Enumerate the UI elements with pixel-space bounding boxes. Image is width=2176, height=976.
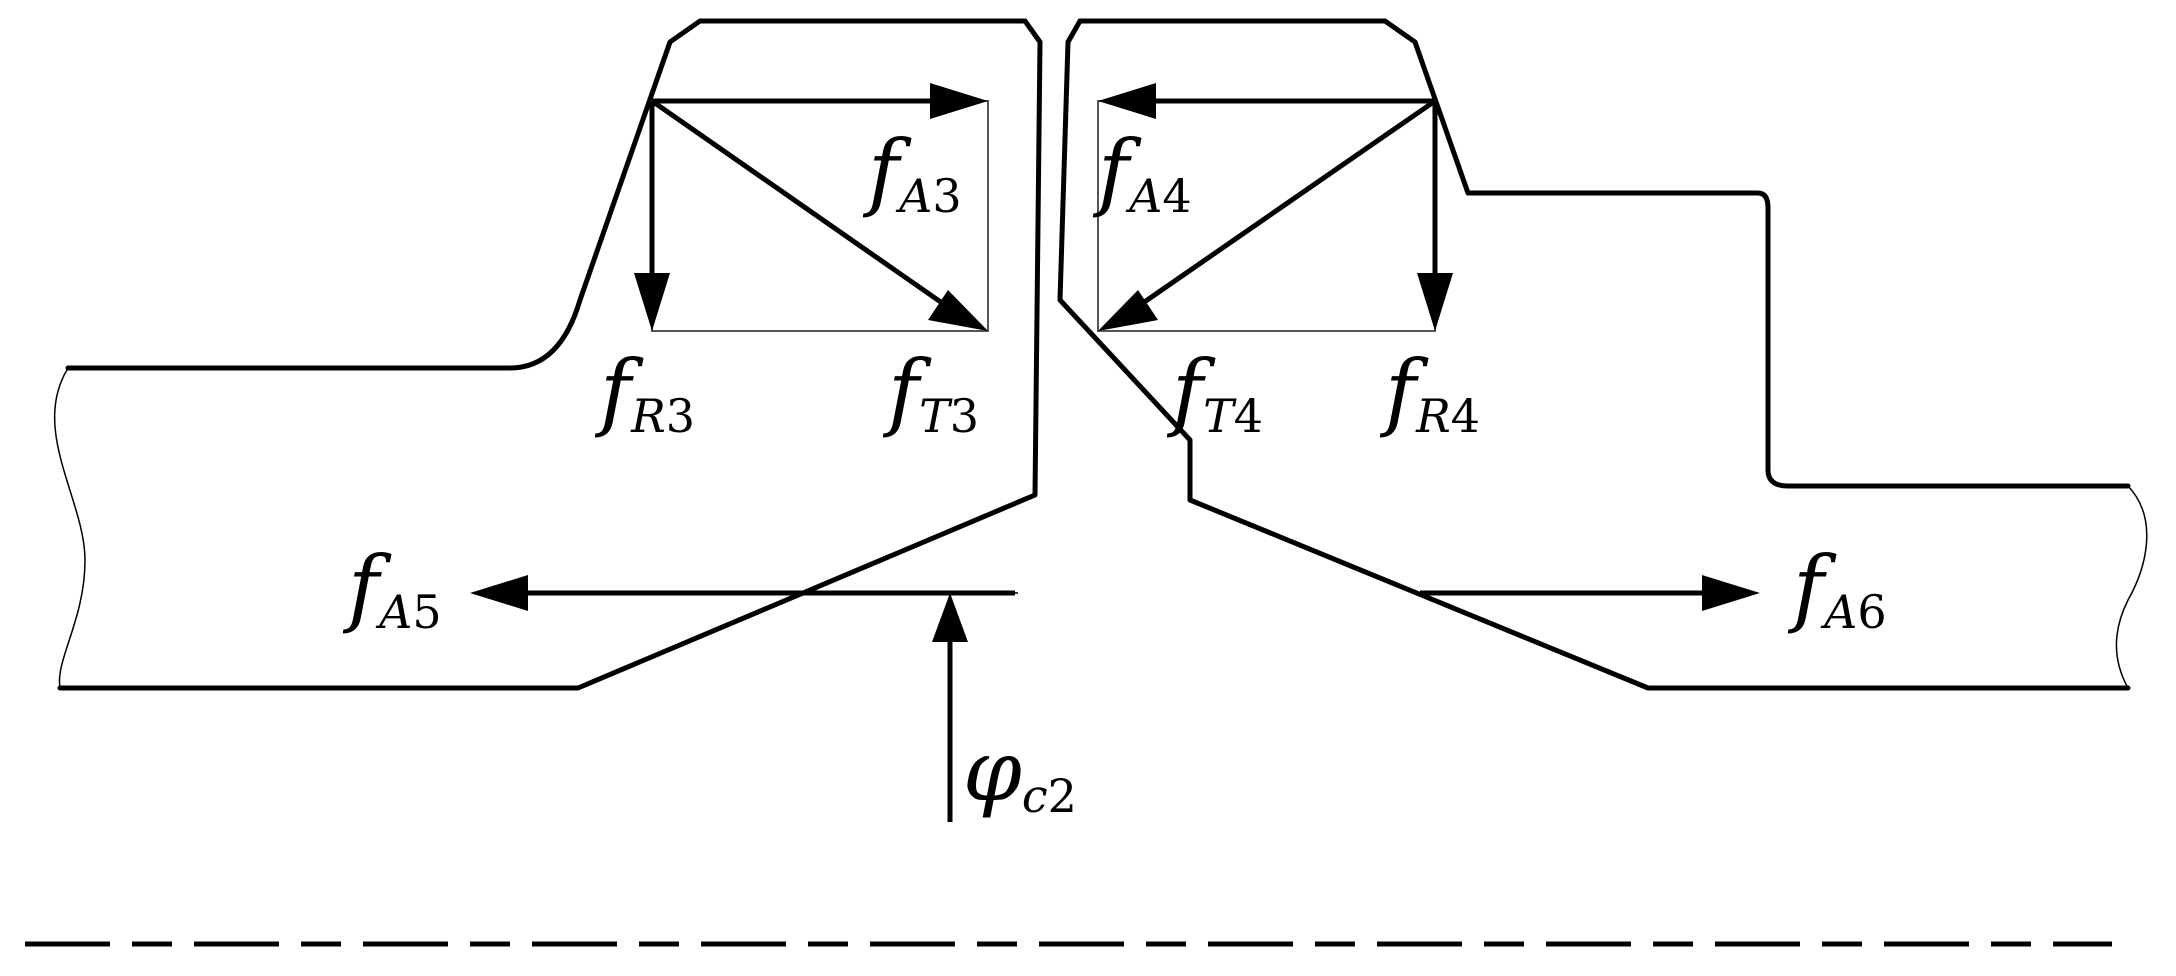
fA3-arrowhead — [930, 83, 988, 119]
label-phic2: φc2 — [963, 722, 1077, 823]
label-fA5: fA5 — [342, 538, 442, 639]
right-inner-outline — [1065, 18, 1083, 45]
fA6-arrowhead — [1702, 575, 1760, 611]
label-fT4: fT4 — [1166, 342, 1263, 443]
left-component-outline — [57, 18, 1043, 691]
label-fA4: fA4 — [1092, 122, 1192, 223]
fT3-vector — [650, 98, 947, 308]
fR3-arrowhead — [634, 273, 670, 331]
fT3-arrowhead — [928, 290, 988, 331]
left-break-line — [53, 367, 86, 689]
label-fA6: fA6 — [1787, 538, 1887, 639]
fT4-vector — [1138, 98, 1437, 308]
right-component-outline — [1077, 18, 2131, 489]
fT4-arrowhead — [1098, 290, 1158, 331]
label-fT3: fT3 — [882, 342, 979, 443]
fR4-arrowhead — [1417, 273, 1453, 331]
right-break-line — [2115, 485, 2148, 689]
label-fA3: fA3 — [862, 122, 962, 223]
right-component-lower-outline — [1057, 39, 2131, 691]
phic2-arrowhead — [932, 593, 968, 642]
label-fR4: fR4 — [1379, 342, 1480, 443]
label-fR3: fR3 — [594, 342, 695, 443]
fA4-arrowhead — [1098, 83, 1156, 119]
fA5-arrowhead — [470, 575, 528, 611]
